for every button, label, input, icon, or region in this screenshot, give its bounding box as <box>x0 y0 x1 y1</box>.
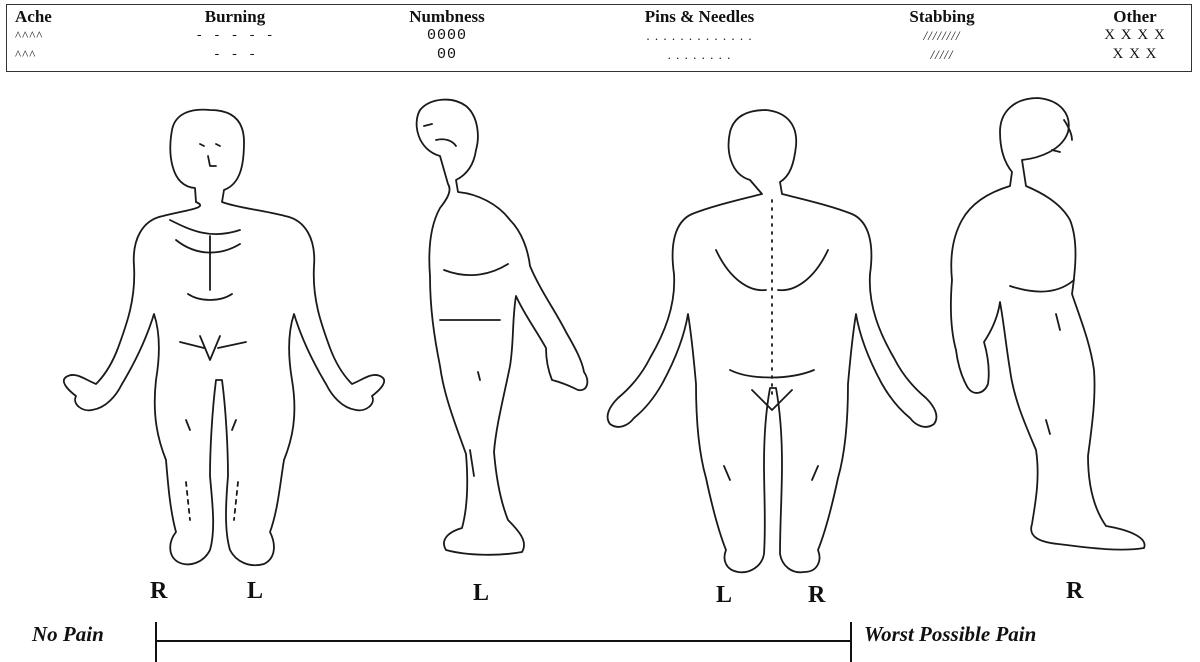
legend-symbol-severe: . . . . . . . . . . . . . <box>607 26 792 45</box>
legend-symbol-severe: - - - - - <box>175 26 295 45</box>
legend-other: Other X X X X X X X <box>1085 7 1185 64</box>
legend-heading: Burning <box>175 7 295 26</box>
legend-symbol-mild: ///// <box>882 45 1002 64</box>
label-front-right: R <box>150 578 167 605</box>
legend-pins-needles: Pins & Needles . . . . . . . . . . . . .… <box>607 7 792 64</box>
legend-symbol-severe: ^^^^ <box>15 26 52 45</box>
legend-symbol-mild: - - - <box>175 45 295 64</box>
legend-symbol-severe: X X X X <box>1085 26 1185 45</box>
label-front-left: L <box>247 578 263 605</box>
pain-scale-line[interactable] <box>157 640 852 642</box>
legend-heading: Pins & Needles <box>607 7 792 26</box>
right-side-view-figure <box>951 98 1145 550</box>
legend-symbol-severe: //////// <box>882 26 1002 45</box>
legend-stabbing: Stabbing //////// ///// <box>882 7 1002 64</box>
legend-ache: Ache ^^^^ ^^^ <box>15 7 52 64</box>
scale-max-label: Worst Possible Pain <box>864 622 1036 647</box>
scale-start-tick <box>155 622 157 662</box>
legend-symbol-mild: . . . . . . . . <box>607 45 792 64</box>
legend-heading: Other <box>1085 7 1185 26</box>
scale-min-label: No Pain <box>32 622 104 647</box>
legend-heading: Stabbing <box>882 7 1002 26</box>
body-diagram <box>0 80 1200 580</box>
scale-end-tick <box>850 622 852 662</box>
left-side-view-figure <box>417 100 588 555</box>
legend-symbol-mild: ^^^ <box>15 45 52 64</box>
legend-heading: Numbness <box>382 7 512 26</box>
legend-burning: Burning - - - - - - - - <box>175 7 295 64</box>
legend-heading: Ache <box>15 7 52 26</box>
pain-type-legend: Ache ^^^^ ^^^ Burning - - - - - - - - Nu… <box>6 4 1192 72</box>
front-view-figure <box>64 110 384 566</box>
back-view-figure <box>608 110 937 572</box>
label-back-left: L <box>716 582 732 609</box>
legend-symbol-mild: 00 <box>382 45 512 64</box>
legend-symbol-severe: 0000 <box>382 26 512 45</box>
legend-numbness: Numbness 0000 00 <box>382 7 512 64</box>
label-back-right: R <box>808 582 825 609</box>
label-right-side: R <box>1066 578 1083 605</box>
label-left-side: L <box>473 580 489 607</box>
legend-symbol-mild: X X X <box>1085 45 1185 64</box>
